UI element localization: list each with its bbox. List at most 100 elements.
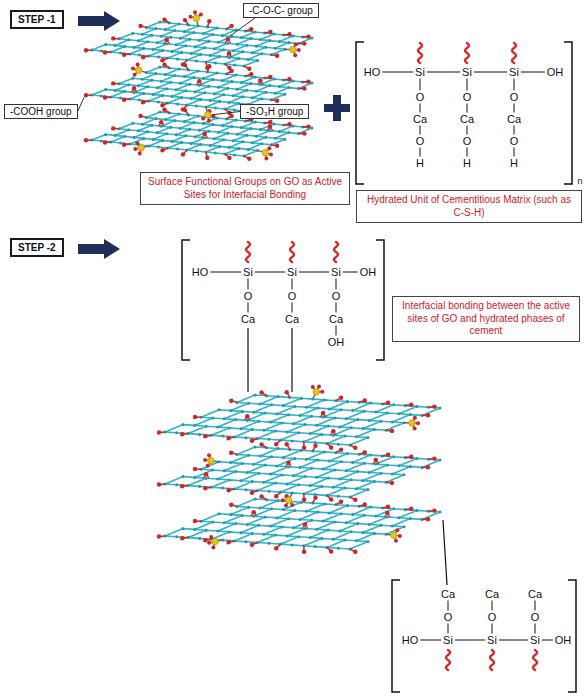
oxygen-atom: [259, 390, 263, 394]
atom-label: Ca: [485, 589, 499, 600]
chemical-bond: [467, 79, 468, 91]
carbon-atom: [322, 416, 325, 419]
carbon-atom: [320, 537, 323, 540]
carbon-atom: [292, 125, 295, 128]
carbon-atom: [209, 54, 212, 57]
carbon-atom: [305, 510, 308, 513]
carbon-atom: [182, 527, 185, 530]
carbon-atom: [137, 39, 140, 42]
carbon-atom: [207, 85, 210, 88]
oxygen-atom: [321, 411, 326, 416]
carbon-atom: [333, 520, 336, 523]
carbon-atom: [217, 86, 220, 89]
oxygen-atom: [274, 442, 278, 446]
atom-label: Si: [415, 67, 425, 78]
group-callout: -COOH group: [4, 104, 78, 119]
carbon-atom: [254, 76, 257, 79]
sulfur-atom: [313, 389, 319, 395]
oxygen-atom: [275, 54, 279, 58]
oxygen-atom: [297, 48, 301, 52]
carbon-atom: [367, 488, 370, 491]
atom-label: O: [531, 612, 540, 623]
atom-label: Ca: [329, 314, 343, 325]
carbon-atom: [233, 64, 236, 67]
carbon-atom: [192, 121, 195, 124]
carbon-atom: [159, 21, 162, 24]
carbon-atom: [218, 100, 221, 103]
carbon-atom: [355, 487, 358, 490]
oxygen-atom: [385, 511, 390, 516]
carbon-atom: [255, 45, 258, 48]
carbon-atom: [154, 117, 157, 120]
carbon-atom: [239, 427, 242, 430]
oxygen-atom: [197, 79, 202, 84]
caption-text: Hydrated Unit of Cementitious Matrix (su…: [362, 194, 576, 219]
carbon-atom: [226, 87, 229, 90]
carbon-atom: [244, 436, 247, 439]
carbon-atom: [222, 138, 225, 141]
chain-wave: [446, 650, 450, 670]
carbon-atom: [333, 416, 336, 419]
carbon-atom: [133, 136, 136, 139]
label-text: -SO₃H group: [246, 106, 303, 117]
carbon-atom: [180, 51, 183, 54]
chemical-bond: [382, 72, 413, 73]
carbon-atom: [361, 479, 364, 482]
carbon-atom: [169, 81, 172, 84]
interfacial-bond: [443, 520, 447, 585]
caption-text: Interfacial bonding between the active s…: [398, 300, 574, 338]
bracket: [392, 580, 400, 692]
carbon-atom: [183, 75, 186, 78]
chemical-bond: [255, 272, 285, 273]
carbon-atom: [249, 127, 252, 130]
carbon-atom: [142, 92, 145, 95]
carbon-atom: [150, 34, 153, 37]
oxygen-atom: [193, 467, 197, 471]
carbon-atom: [150, 79, 153, 82]
oxygen-atom: [199, 12, 203, 16]
carbon-atom: [100, 140, 103, 143]
oxygen-atom: [138, 114, 142, 118]
carbon-atom: [184, 134, 187, 137]
carbon-atom: [254, 498, 257, 501]
carbon-atom: [209, 144, 212, 147]
carbon-atom: [373, 428, 376, 431]
step-arrow: [78, 239, 120, 259]
carbon-atom: [205, 529, 208, 532]
carbon-atom: [104, 43, 107, 46]
carbon-atom: [252, 463, 255, 466]
carbon-atom: [287, 86, 290, 89]
carbon-atom: [156, 86, 159, 89]
oxygen-atom: [363, 450, 367, 454]
carbon-atom: [240, 36, 243, 39]
carbon-atom: [197, 70, 200, 73]
carbon-atom: [268, 490, 271, 493]
oxygen-atom: [268, 30, 272, 34]
oxygen-atom: [136, 62, 140, 66]
carbon-atom: [228, 478, 231, 481]
label-text: -C-O-C- group: [249, 5, 313, 16]
carbon-atom: [415, 405, 418, 408]
oxygen-atom: [201, 117, 205, 121]
oxygen-atom: [202, 132, 207, 137]
carbon-atom: [192, 76, 195, 79]
carbon-atom: [392, 507, 395, 510]
carbon-atom: [221, 487, 224, 490]
carbon-atom: [178, 23, 181, 26]
oxygen-atom: [409, 403, 413, 407]
carbon-atom: [264, 516, 267, 519]
carbon-atom: [251, 532, 254, 535]
sulfur-atom: [205, 112, 211, 118]
oxygen-atom: [395, 528, 399, 532]
chain-wave: [465, 43, 469, 63]
oxygen-atom: [269, 152, 273, 156]
carbon-atom: [337, 547, 340, 550]
carbon-atom: [304, 423, 307, 426]
carbon-atom: [190, 52, 193, 55]
atom-label: Ca: [528, 589, 542, 600]
carbon-atom: [343, 487, 346, 490]
carbon-atom: [214, 152, 217, 155]
chain-wave: [246, 242, 250, 262]
chemical-bond: [292, 303, 293, 313]
step-arrow: [78, 11, 120, 31]
